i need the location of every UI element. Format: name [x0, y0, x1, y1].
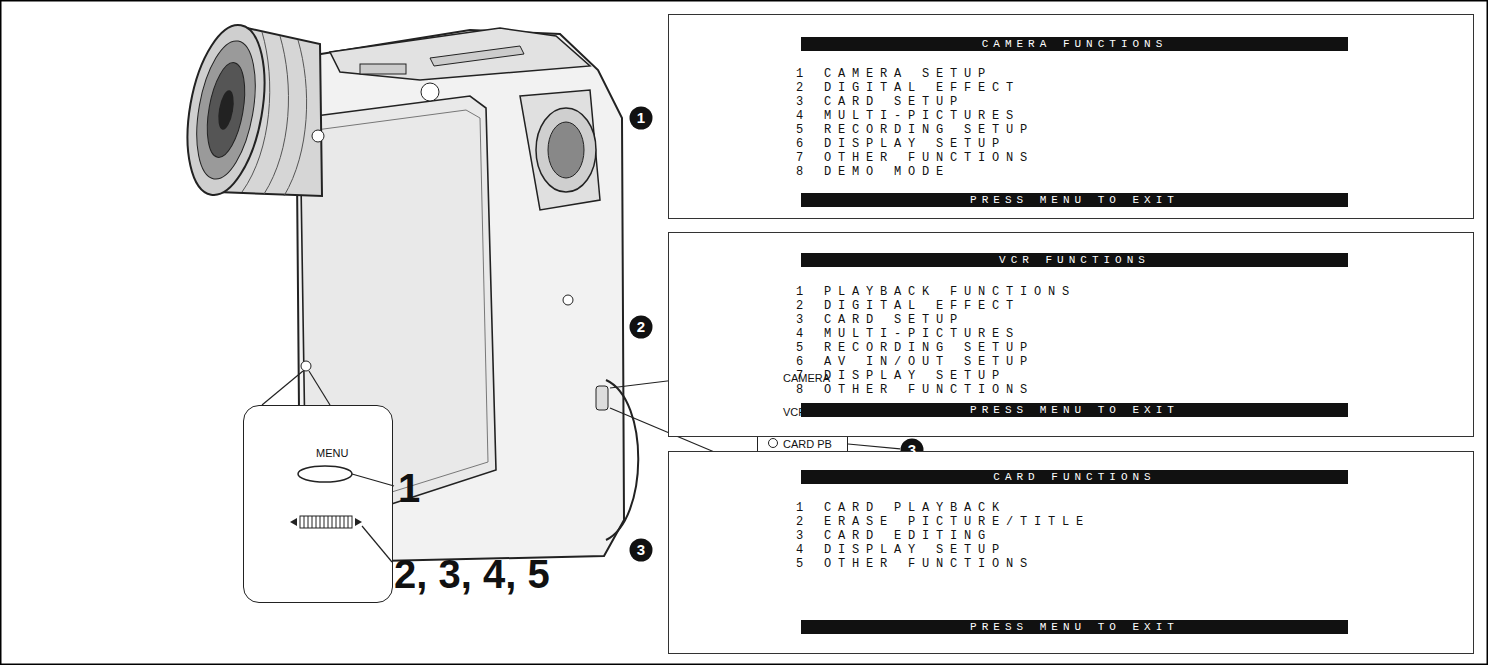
menu-item: 3 CARD SETUP: [796, 95, 964, 109]
menu-item: 5 RECORDING SETUP: [796, 123, 1034, 137]
menu-item: 2 ERASE PICTURE/TITLE: [796, 515, 1090, 529]
menu-item: 6 DISPLAY SETUP: [796, 137, 1006, 151]
callout-number: 3: [900, 438, 924, 462]
menu-item: 7 DISPLAY SETUP: [796, 369, 1006, 383]
menu-item: 5 OTHER FUNCTIONS: [796, 557, 1034, 571]
side-button: [301, 361, 311, 371]
menu-item: 2 DIGITAL EFFECT: [796, 81, 1020, 95]
leader-line: [352, 474, 394, 486]
leader-line: [848, 444, 900, 449]
callout-disc-fill: [630, 539, 653, 562]
menu-title-bar: VCR FUNCTIONS: [801, 253, 1348, 267]
menu-item: 8 DEMO MODE: [796, 165, 950, 179]
label-anchor: 2, 3, 4, 5: [394, 552, 550, 596]
dial-arrow: [290, 518, 297, 526]
step-number: 2, 3, 4, 5: [394, 552, 550, 596]
menu-button: [298, 466, 352, 482]
eyecup-lens: [548, 122, 584, 178]
viewfinder: [520, 90, 600, 210]
top-slot: [360, 64, 406, 74]
hand-strap: [606, 380, 638, 540]
menu-item: 5 RECORDING SETUP: [796, 341, 1034, 355]
callout-number: 3: [629, 538, 653, 562]
menu-screen: CARD FUNCTIONS 1 CARD PLAYBACK2 ERASE PIC…: [668, 451, 1474, 654]
step-number: 1: [398, 466, 420, 510]
callout-circle: 3: [900, 438, 924, 462]
callout-number: 1: [629, 106, 653, 130]
menu-item: 4 MULTI-PICTURES: [796, 327, 1020, 341]
menu-inset-decor: [243, 371, 394, 603]
jog-dial: [300, 516, 352, 528]
callout-circle: 1: [629, 106, 653, 130]
callout-number: 2: [629, 315, 653, 339]
menu-item: 8 OTHER FUNCTIONS: [796, 383, 1034, 397]
menu-title-bar: CARD FUNCTIONS: [801, 470, 1348, 484]
menu-item: 3 CARD EDITING: [796, 529, 992, 543]
menu-item: 1 PLAYBACK FUNCTIONS: [796, 285, 1076, 299]
control-label: CARD PB: [783, 437, 832, 451]
menu-footer-bar: PRESS MENU TO EXIT: [801, 403, 1348, 417]
jog-dial-ribs: [304, 516, 348, 528]
callout-circle: 3: [629, 538, 653, 562]
menu-item: 4 DISPLAY SETUP: [796, 543, 1006, 557]
leader-line: [262, 371, 303, 405]
menu-item: 2 DIGITAL EFFECT: [796, 299, 1020, 313]
microphone-grille: [430, 46, 524, 66]
menu-screen: CAMERA FUNCTIONS 1 CAMERA SETUP2 DIGITAL …: [668, 14, 1474, 219]
callout-disc-fill: [630, 316, 653, 339]
lens-center: [216, 89, 237, 131]
switch-position: [769, 439, 778, 448]
control-label: MENU: [316, 446, 348, 460]
menu-item: 3 CARD SETUP: [796, 313, 964, 327]
menu-title-bar: CAMERA FUNCTIONS: [801, 37, 1348, 51]
menu-footer-bar: PRESS MENU TO EXIT: [801, 193, 1348, 207]
lens-ring: [187, 36, 264, 183]
indicator: [312, 130, 324, 142]
leader-line: [309, 371, 330, 405]
leader-line: [362, 526, 392, 562]
dial-arrow: [355, 518, 362, 526]
lens-rim: [176, 19, 277, 201]
mode-switch: [596, 386, 608, 410]
menu-item: 1 CAMERA SETUP: [796, 67, 992, 81]
menu-item: 1 CARD PLAYBACK: [796, 501, 1006, 515]
inset-ground: [243, 405, 393, 603]
menu-item: 7 OTHER FUNCTIONS: [796, 151, 1034, 165]
indicator: [421, 83, 439, 101]
camcorder-handle: [330, 28, 590, 80]
label-anchor: 1: [398, 466, 420, 510]
callout-circle: 2: [629, 315, 653, 339]
menu-item: 6 AV IN/OUT SETUP: [796, 355, 1034, 369]
lcd-panel-edge: [316, 110, 488, 510]
detail-inset: MENU: [243, 405, 393, 603]
menu-item: 4 MULTI-PICTURES: [796, 109, 1020, 123]
indicator: [563, 295, 573, 305]
eyecup: [536, 108, 596, 192]
lens-glass: [201, 60, 251, 160]
menu-footer-bar: PRESS MENU TO EXIT: [801, 620, 1348, 634]
callout-disc-fill: [630, 107, 653, 130]
